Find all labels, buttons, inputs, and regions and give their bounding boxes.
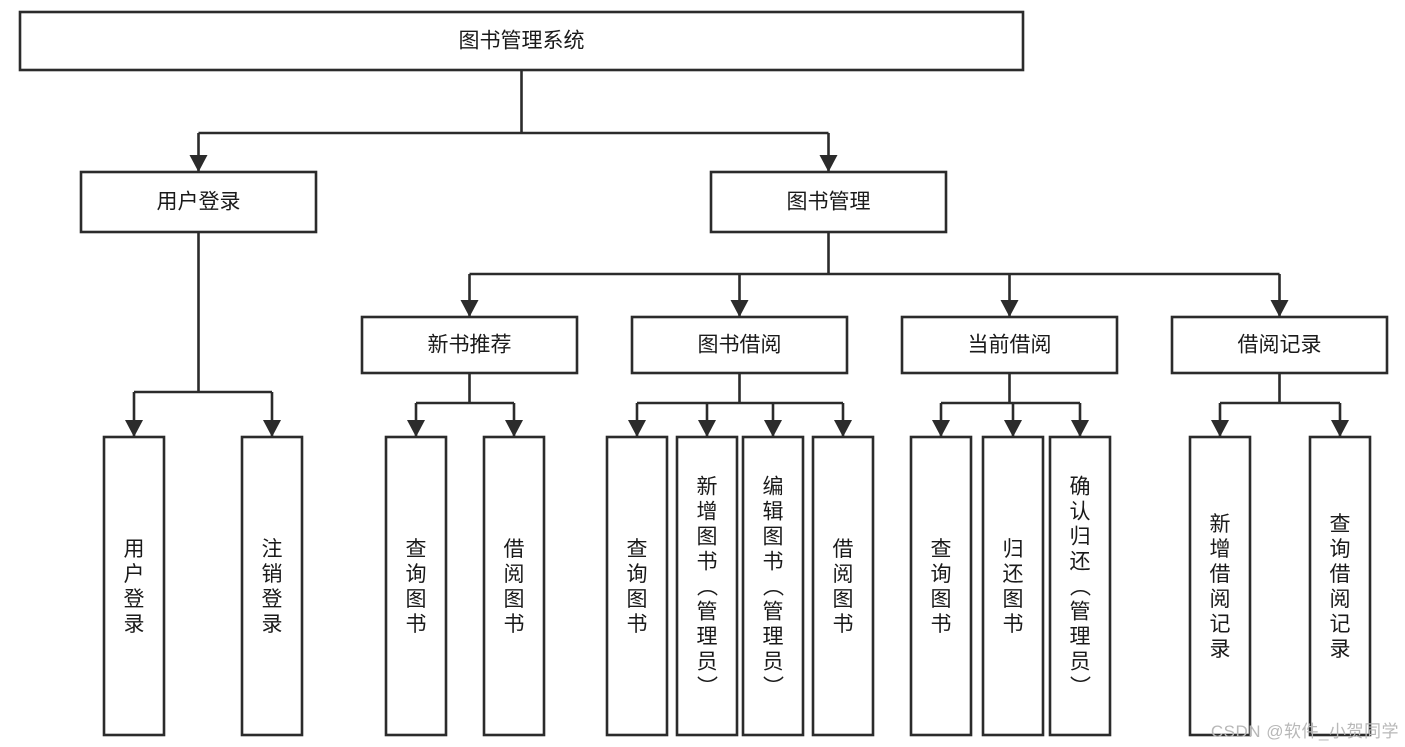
csdn-watermark: CSDN @软件_小贺同学 xyxy=(1210,722,1399,741)
arrow-head-icon xyxy=(263,420,281,437)
node-book-management[interactable]: 图书管理 xyxy=(709,170,948,234)
arrow-head-icon xyxy=(730,300,749,317)
node-box-leaf-add-book-admin[interactable] xyxy=(675,435,739,737)
arrow-head-icon xyxy=(407,420,425,437)
node-box-user-login[interactable] xyxy=(79,170,318,234)
arrow-head-icon xyxy=(764,420,782,437)
connectors-layer xyxy=(125,70,1349,437)
node-box-new-book-recommend[interactable] xyxy=(360,315,579,375)
node-leaf-logout-login[interactable]: 注销登录 xyxy=(240,435,304,737)
node-leaf-confirm-return-admin[interactable]: 确认归还（管理员） xyxy=(1048,435,1112,737)
arrow-head-icon xyxy=(1004,420,1022,437)
node-label-leaf-add-book-admin: 新增图书（管理员） xyxy=(697,476,719,699)
arrow-head-icon xyxy=(505,420,523,437)
node-leaf-query-book-2[interactable]: 查询图书 xyxy=(605,435,669,737)
arrow-head-icon xyxy=(698,420,716,437)
node-leaf-edit-book-admin[interactable]: 编辑图书（管理员） xyxy=(741,435,805,737)
node-label-borrow-records: 借阅记录 xyxy=(1238,334,1322,357)
connector-conn-bookborrow-to-leaves xyxy=(628,373,852,437)
node-leaf-user-login[interactable]: 用户登录 xyxy=(102,435,166,737)
arrow-head-icon xyxy=(1211,420,1229,437)
arrow-head-icon xyxy=(1000,300,1019,317)
arrow-head-icon xyxy=(125,420,143,437)
node-leaf-add-borrow-record[interactable]: 新增借阅记录 xyxy=(1188,435,1252,737)
node-box-book-management[interactable] xyxy=(709,170,948,234)
connector-conn-newbook-to-leaves xyxy=(407,373,523,437)
node-root[interactable]: 图书管理系统 xyxy=(18,10,1025,72)
node-label-leaf-edit-book-admin: 编辑图书（管理员） xyxy=(763,476,785,699)
node-current-borrow[interactable]: 当前借阅 xyxy=(900,315,1119,375)
node-box-current-borrow[interactable] xyxy=(900,315,1119,375)
arrow-head-icon xyxy=(819,155,838,172)
node-label-current-borrow: 当前借阅 xyxy=(968,334,1052,357)
arrow-head-icon xyxy=(932,420,950,437)
node-box-leaf-query-book-1[interactable] xyxy=(384,435,448,737)
node-box-borrow-records[interactable] xyxy=(1170,315,1389,375)
node-box-leaf-confirm-return-admin[interactable] xyxy=(1048,435,1112,737)
node-box-leaf-borrow-book-1[interactable] xyxy=(482,435,546,737)
nodes-layer: 图书管理系统用户登录图书管理新书推荐图书借阅当前借阅借阅记录用户登录注销登录查询… xyxy=(18,10,1389,737)
node-box-leaf-query-borrow-record[interactable] xyxy=(1308,435,1372,737)
node-label-new-book-recommend: 新书推荐 xyxy=(428,334,512,357)
arrow-head-icon xyxy=(834,420,852,437)
node-label-leaf-confirm-return-admin: 确认归还（管理员） xyxy=(1070,476,1092,699)
node-label-leaf-query-book-2: 查询图书 xyxy=(627,538,648,636)
connector-conn-root-to-level2 xyxy=(189,70,838,172)
connector-conn-currentborrow-to-leaves xyxy=(932,373,1089,437)
node-label-leaf-query-book-1: 查询图书 xyxy=(406,538,427,636)
node-leaf-query-book-3[interactable]: 查询图书 xyxy=(909,435,973,737)
arrow-head-icon xyxy=(1270,300,1289,317)
arrow-head-icon xyxy=(628,420,646,437)
node-label-leaf-user-login: 用户登录 xyxy=(124,538,145,636)
node-box-leaf-logout-login[interactable] xyxy=(240,435,304,737)
node-label-user-login: 用户登录 xyxy=(157,191,241,214)
node-label-leaf-query-book-3: 查询图书 xyxy=(931,538,952,636)
connector-conn-bookmgmt-to-level3 xyxy=(460,232,1289,317)
node-borrow-records[interactable]: 借阅记录 xyxy=(1170,315,1389,375)
node-box-leaf-user-login[interactable] xyxy=(102,435,166,737)
node-label-root: 图书管理系统 xyxy=(459,30,585,53)
connector-conn-userlogin-to-leaves xyxy=(125,232,281,437)
node-label-leaf-query-borrow-record: 查询借阅记录 xyxy=(1330,513,1351,661)
node-leaf-query-book-1[interactable]: 查询图书 xyxy=(384,435,448,737)
node-leaf-borrow-book-2[interactable]: 借阅图书 xyxy=(811,435,875,737)
node-leaf-return-book[interactable]: 归还图书 xyxy=(981,435,1045,737)
node-label-leaf-logout-login: 注销登录 xyxy=(262,538,283,636)
node-label-book-management: 图书管理 xyxy=(787,191,871,214)
node-label-leaf-borrow-book-2: 借阅图书 xyxy=(833,538,854,636)
node-user-login[interactable]: 用户登录 xyxy=(79,170,318,234)
node-box-book-borrow[interactable] xyxy=(630,315,849,375)
node-box-leaf-query-book-3[interactable] xyxy=(909,435,973,737)
arrow-head-icon xyxy=(1331,420,1349,437)
node-box-leaf-return-book[interactable] xyxy=(981,435,1045,737)
node-box-leaf-borrow-book-2[interactable] xyxy=(811,435,875,737)
node-label-leaf-return-book: 归还图书 xyxy=(1003,538,1024,636)
node-label-book-borrow: 图书借阅 xyxy=(698,334,782,357)
node-leaf-borrow-book-1[interactable]: 借阅图书 xyxy=(482,435,546,737)
node-box-leaf-add-borrow-record[interactable] xyxy=(1188,435,1252,737)
connector-conn-borrowrecords-to-leaves xyxy=(1211,373,1349,437)
arrow-head-icon xyxy=(460,300,479,317)
arrow-head-icon xyxy=(1071,420,1089,437)
node-book-borrow[interactable]: 图书借阅 xyxy=(630,315,849,375)
arrow-head-icon xyxy=(189,155,208,172)
node-box-leaf-edit-book-admin[interactable] xyxy=(741,435,805,737)
node-box-leaf-query-book-2[interactable] xyxy=(605,435,669,737)
node-label-leaf-borrow-book-1: 借阅图书 xyxy=(504,538,525,636)
node-leaf-add-book-admin[interactable]: 新增图书（管理员） xyxy=(675,435,739,737)
node-new-book-recommend[interactable]: 新书推荐 xyxy=(360,315,579,375)
node-box-root[interactable] xyxy=(18,10,1025,72)
node-label-leaf-add-borrow-record: 新增借阅记录 xyxy=(1210,513,1231,661)
node-leaf-query-borrow-record[interactable]: 查询借阅记录 xyxy=(1308,435,1372,737)
